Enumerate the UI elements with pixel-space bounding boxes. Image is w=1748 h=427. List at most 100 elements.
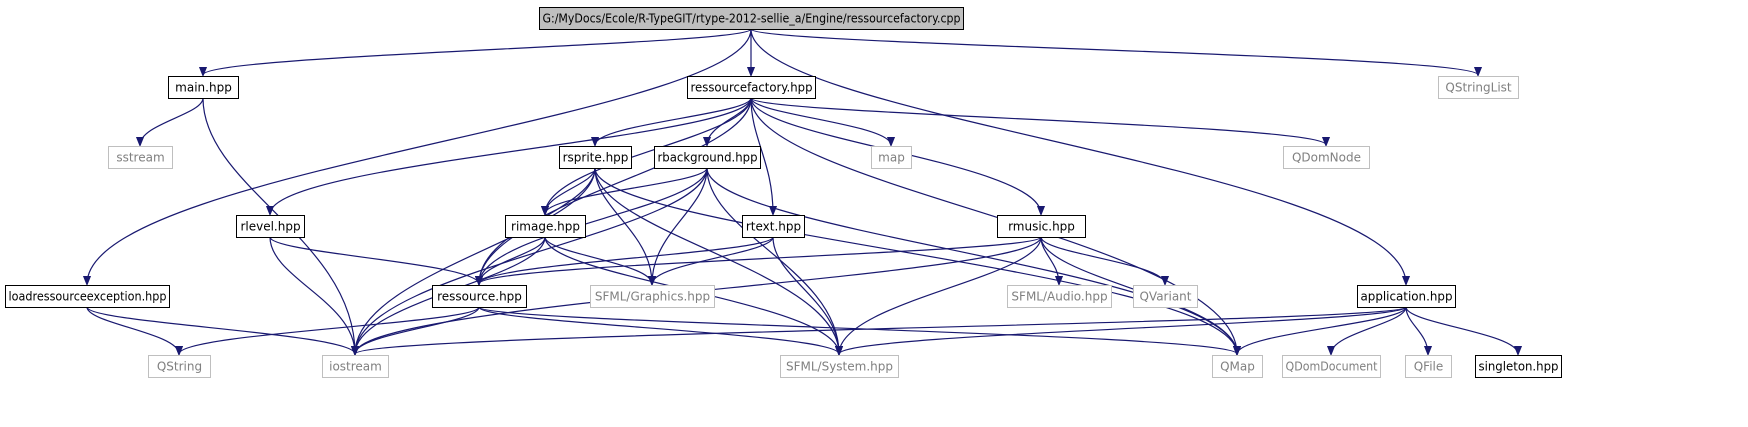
node-label-sfmlaudio: SFML/Audio.hpp: [1011, 290, 1107, 304]
edge-rtext-to-sfmlsystem: [772, 236, 839, 354]
node-iostream: iostream: [322, 355, 389, 378]
edge-rbackground-to-ressource: [479, 167, 708, 284]
edge-rsprite-to-iostream: [355, 167, 596, 354]
node-box-application: [1357, 285, 1456, 308]
node-sfmlsystem: SFML/System.hpp: [780, 355, 899, 378]
node-box-root: [539, 7, 964, 30]
node-label-qmap: QMap: [1220, 360, 1255, 374]
nodes-layer: G:/MyDocs/Ecole/R-TypeGIT/rtype-2012-sel…: [5, 7, 1562, 378]
node-box-qstring: [148, 355, 211, 378]
node-box-sfmlaudio: [1007, 285, 1112, 308]
node-label-rlevel: rlevel.hpp: [240, 220, 300, 234]
edge-application-to-qdomdocument: [1331, 306, 1407, 354]
edge-rlevel-to-ressource: [269, 236, 479, 284]
node-application[interactable]: application.hpp: [1357, 285, 1456, 308]
edge-rtext-to-sfmlgraphics: [652, 236, 774, 284]
edge-ressource-to-qstring: [179, 306, 480, 354]
node-rsprite[interactable]: rsprite.hpp: [559, 146, 632, 169]
edge-application-to-iostream: [355, 306, 1407, 354]
edge-rbackground-to-rimage: [545, 167, 708, 214]
node-main[interactable]: main.hpp: [168, 76, 239, 99]
node-ressource[interactable]: ressource.hpp: [432, 285, 527, 308]
edge-rmusic-to-qvariant: [1040, 236, 1165, 284]
edge-rsprite-to-qmap: [594, 167, 1237, 354]
node-label-iostream: iostream: [329, 360, 382, 374]
node-label-sfmlgraphics: SFML/Graphics.hpp: [595, 290, 710, 304]
node-rmusic[interactable]: rmusic.hpp: [997, 215, 1086, 238]
node-box-loadex: [5, 285, 170, 308]
node-qstringlist: QStringList: [1438, 76, 1519, 99]
edge-rtext-to-ressource: [479, 236, 774, 284]
node-sfmlaudio: SFML/Audio.hpp: [1007, 285, 1112, 308]
node-rlevel[interactable]: rlevel.hpp: [236, 215, 305, 238]
node-box-iostream: [322, 355, 389, 378]
node-box-ressource: [432, 285, 527, 308]
edge-ressourcefactory-to-rimage: [545, 97, 752, 214]
node-box-map: [871, 146, 912, 169]
edge-ressource-to-iostream: [355, 306, 480, 354]
node-sstream: sstream: [108, 146, 173, 169]
edge-ressource-to-qmap: [478, 306, 1237, 354]
node-label-rtext: rtext.hpp: [746, 220, 801, 234]
node-label-root: G:/MyDocs/Ecole/R-TypeGIT/rtype-2012-sel…: [543, 12, 961, 26]
node-label-rbackground: rbackground.hpp: [658, 151, 758, 165]
edge-root-to-main: [203, 28, 752, 75]
node-box-qvariant: [1133, 285, 1198, 308]
node-label-rimage: rimage.hpp: [511, 220, 580, 234]
node-rtext[interactable]: rtext.hpp: [742, 215, 805, 238]
node-box-qfile: [1405, 355, 1452, 378]
edge-rimage-to-sfmlgraphics: [544, 236, 652, 284]
node-root[interactable]: G:/MyDocs/Ecole/R-TypeGIT/rtype-2012-sel…: [539, 7, 964, 30]
node-box-rlevel: [236, 215, 305, 238]
node-qdomdocument: QDomDocument: [1282, 355, 1381, 378]
node-label-qstring: QString: [157, 360, 202, 374]
node-qstring: QString: [148, 355, 211, 378]
edge-rmusic-to-ressource: [479, 236, 1042, 284]
node-sfmlgraphics: SFML/Graphics.hpp: [590, 285, 715, 308]
node-box-qdomdocument: [1282, 355, 1381, 378]
node-label-sfmlsystem: SFML/System.hpp: [786, 360, 893, 374]
edge-rmusic-to-sfmlsystem: [839, 236, 1042, 354]
edge-root-to-loadex: [87, 28, 752, 284]
edge-root-to-application: [750, 28, 1406, 284]
edge-rbackground-to-sfmlsystem: [706, 167, 839, 354]
edge-ressourcefactory-to-ressource: [479, 97, 752, 284]
edge-application-to-singleton: [1405, 306, 1518, 354]
edge-rlevel-to-iostream: [269, 236, 355, 354]
node-box-rsprite: [559, 146, 632, 169]
node-qfile: QFile: [1405, 355, 1452, 378]
node-qmap: QMap: [1212, 355, 1263, 378]
node-label-qvariant: QVariant: [1139, 290, 1191, 304]
edge-application-to-sfmlsystem: [839, 306, 1407, 354]
edge-ressource-to-sfmlsystem: [478, 306, 839, 354]
node-map: map: [871, 146, 912, 169]
node-box-qmap: [1212, 355, 1263, 378]
node-label-qdomnode: QDomNode: [1292, 151, 1361, 165]
node-box-ressourcefactory: [687, 76, 816, 99]
edge-main-to-sstream: [140, 97, 204, 145]
node-box-rbackground: [654, 146, 761, 169]
node-label-map: map: [878, 151, 905, 165]
edge-application-to-qmap: [1237, 306, 1407, 354]
node-box-rimage: [505, 215, 586, 238]
node-label-rmusic: rmusic.hpp: [1008, 220, 1075, 234]
node-box-sstream: [108, 146, 173, 169]
node-box-qstringlist: [1438, 76, 1519, 99]
node-singleton[interactable]: singleton.hpp: [1475, 355, 1562, 378]
node-box-rmusic: [997, 215, 1086, 238]
edge-rbackground-to-sfmlgraphics: [652, 167, 708, 284]
edge-ressourcefactory-to-rtext: [750, 97, 773, 214]
node-box-sfmlsystem: [780, 355, 899, 378]
node-rbackground[interactable]: rbackground.hpp: [654, 146, 761, 169]
edge-ressourcefactory-to-map: [750, 97, 891, 145]
edge-ressourcefactory-to-rlevel: [270, 97, 752, 214]
node-label-qstringlist: QStringList: [1445, 81, 1512, 95]
edge-loadex-to-qstring: [86, 306, 179, 354]
edge-rsprite-to-sfmlgraphics: [594, 167, 652, 284]
node-rimage[interactable]: rimage.hpp: [505, 215, 586, 238]
edge-rbackground-to-iostream: [355, 167, 708, 354]
node-loadex[interactable]: loadressourceexception.hpp: [5, 285, 170, 308]
node-ressourcefactory[interactable]: ressourcefactory.hpp: [687, 76, 816, 99]
node-label-main: main.hpp: [175, 81, 232, 95]
